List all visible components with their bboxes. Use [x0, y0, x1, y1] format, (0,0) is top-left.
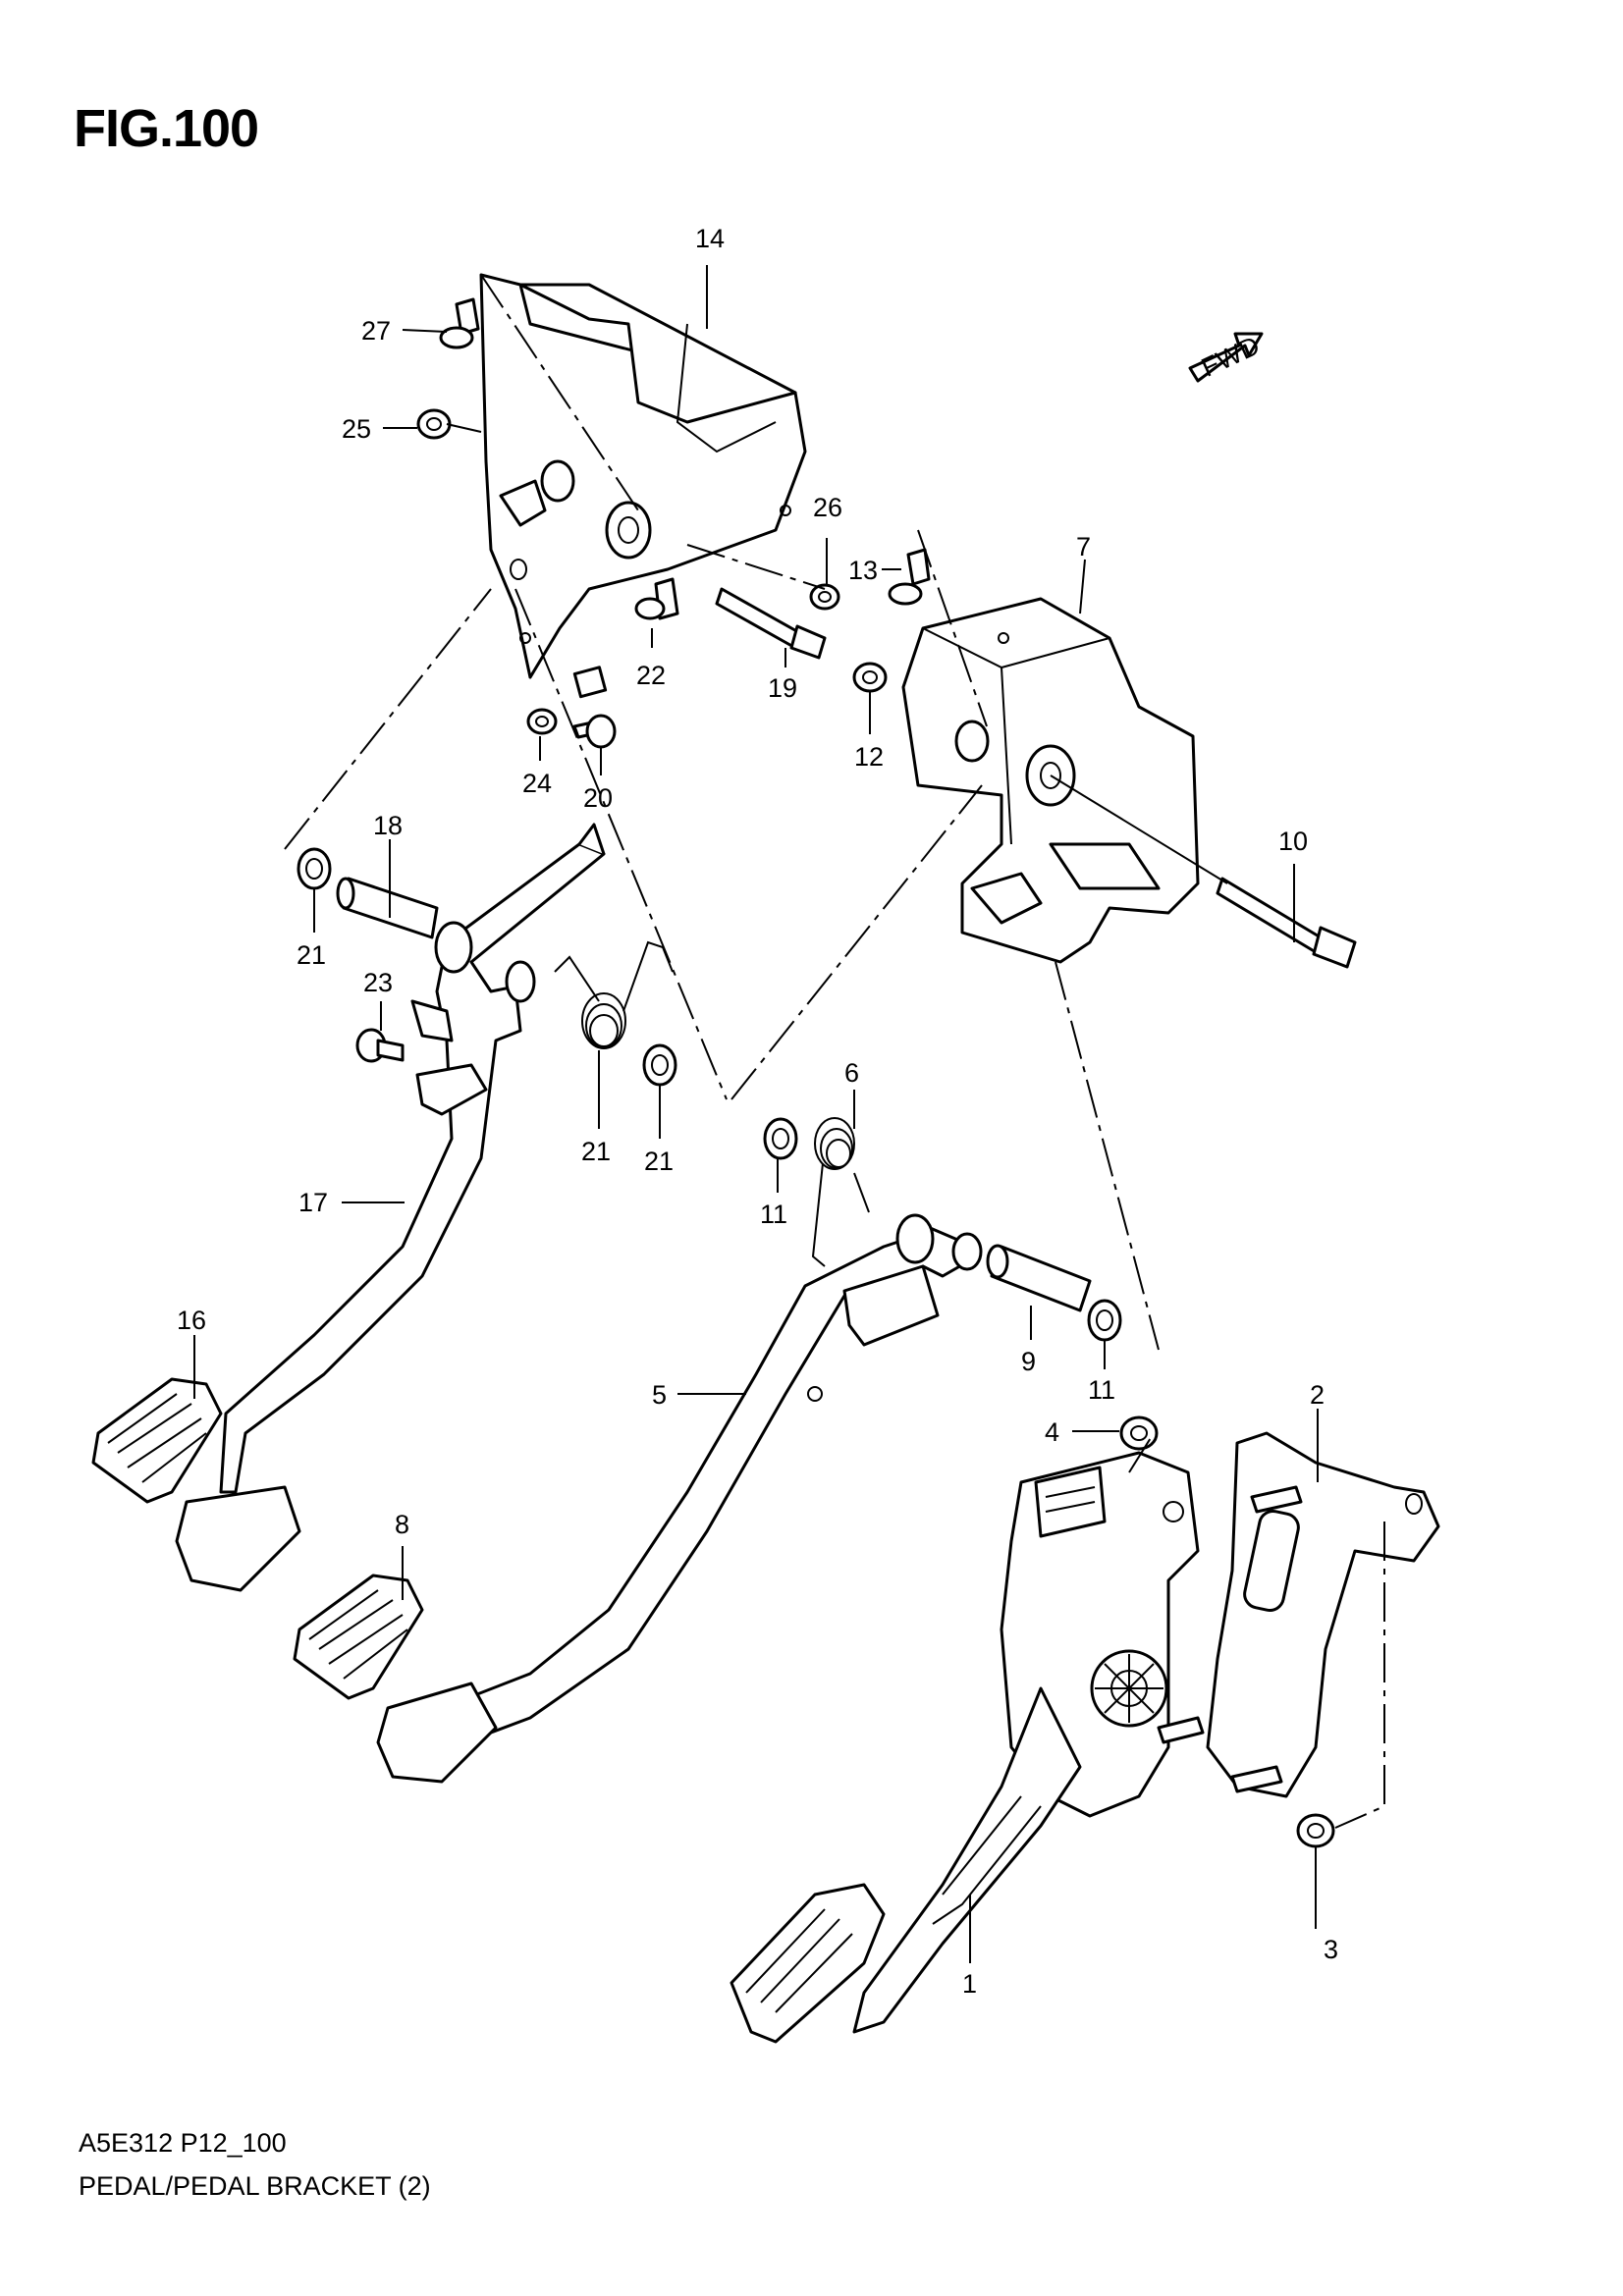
callout-11-upper: 11 — [760, 1200, 787, 1229]
callout-11-lower: 11 — [1088, 1375, 1115, 1405]
fwd-arrow-icon: FWD — [1188, 331, 1264, 383]
callout-13: 13 — [848, 556, 878, 585]
hardware-small — [416, 297, 931, 749]
accelerator-mounting-bracket — [1157, 1431, 1440, 1798]
callout-3: 3 — [1324, 1935, 1338, 1964]
clutch-pedal-bracket — [479, 273, 807, 679]
bushing-21-and-shaft-17 — [297, 847, 439, 939]
pin-9 — [986, 1244, 1092, 1312]
accelerator-pedal-assembly — [730, 1451, 1200, 2044]
callout-labels: 14 27 25 26 13 7 22 19 12 24 20 10 18 21… — [177, 224, 1338, 1999]
leader-lines — [193, 265, 1319, 1963]
callout-26: 26 — [813, 493, 842, 522]
callout-17: 18 — [373, 811, 403, 840]
return-spring-6 — [811, 1117, 870, 1267]
callout-10: 10 — [1278, 827, 1308, 856]
pin-23 — [355, 1028, 405, 1063]
figure-title: FIG.100 — [74, 99, 259, 158]
brake-pedal-pad — [293, 1574, 424, 1700]
callout-21-lower: 21 — [644, 1147, 674, 1176]
nut-4 — [1119, 1415, 1159, 1451]
callout-14: 14 — [695, 224, 725, 253]
bushing-11-upper — [763, 1117, 798, 1160]
callout-21-upper: 21 — [297, 940, 326, 970]
callout-15: 16 — [177, 1306, 206, 1335]
callout-22: 22 — [636, 661, 666, 690]
callout-6: 6 — [844, 1058, 859, 1088]
callout-1: 1 — [962, 1969, 977, 1999]
return-spring-19 — [554, 940, 674, 1049]
callout-5: 5 — [652, 1380, 667, 1410]
bushing-21-lower — [642, 1043, 677, 1087]
callout-7: 7 — [1076, 532, 1091, 561]
callout-20: 20 — [583, 783, 613, 813]
callout-4: 4 — [1045, 1417, 1059, 1447]
callout-16: 17 — [298, 1188, 328, 1217]
pin-22 — [634, 577, 679, 620]
callout-25: 25 — [342, 414, 371, 444]
fwd-label: FWD — [1197, 331, 1264, 383]
nut-3 — [1296, 1813, 1335, 1848]
drawing-code: A5E312 P12_100 — [79, 2128, 287, 2158]
drawing-title: PEDAL/PEDAL BRACKET (2) — [79, 2171, 431, 2201]
callout-24: 24 — [522, 769, 552, 798]
callout-18: 19 — [768, 673, 797, 703]
callout-8: 8 — [395, 1510, 409, 1539]
clutch-pedal-arm — [175, 823, 606, 1592]
callout-23: 23 — [363, 968, 393, 997]
bushing-11-lower — [1087, 1299, 1122, 1342]
callout-12: 12 — [854, 742, 884, 772]
callout-19: 21 — [581, 1137, 611, 1166]
clutch-pedal-pad — [91, 1377, 223, 1504]
bolt-18 — [715, 587, 827, 660]
callout-2: 2 — [1310, 1380, 1325, 1410]
callout-9: 9 — [1021, 1347, 1036, 1376]
brake-pedal-bracket — [901, 597, 1200, 964]
brake-pedal-arm — [376, 1213, 983, 1784]
assembly-lines — [284, 423, 1385, 1829]
callout-27: 27 — [361, 316, 391, 346]
